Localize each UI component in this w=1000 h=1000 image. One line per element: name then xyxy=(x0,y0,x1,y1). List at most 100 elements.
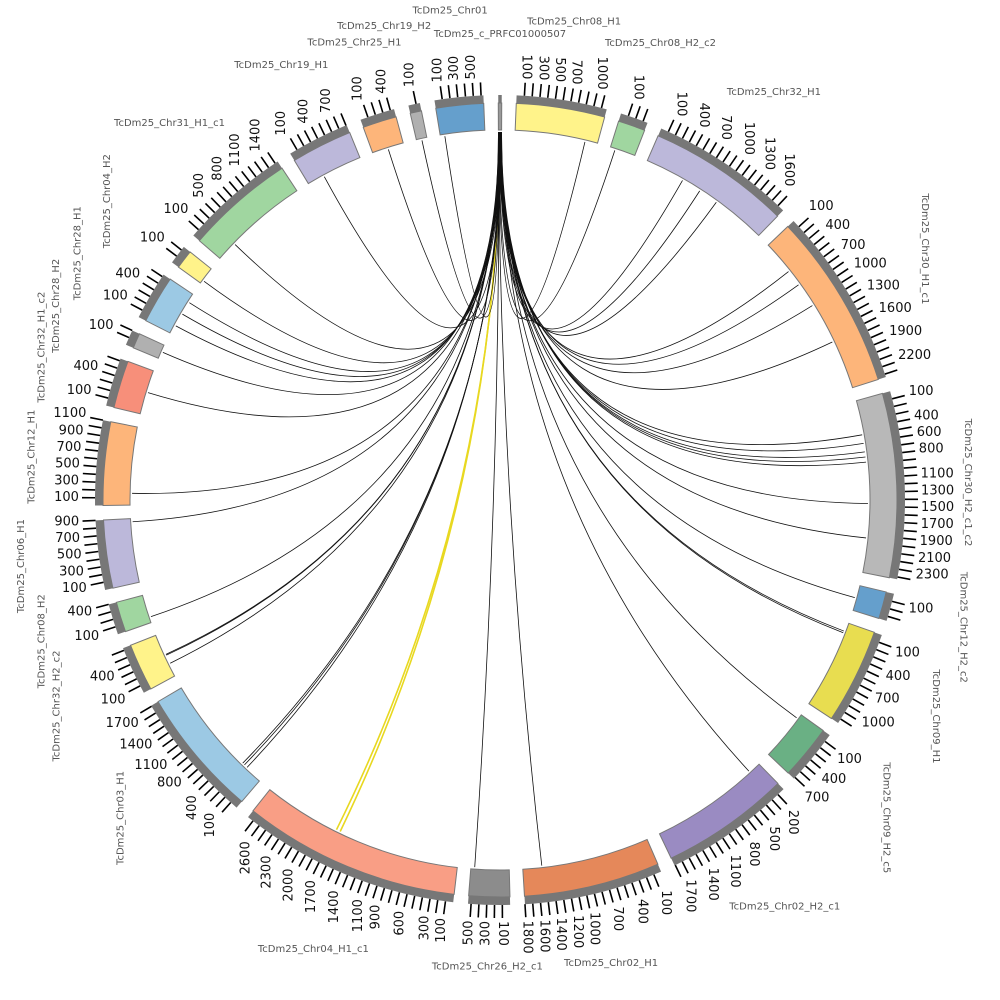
sector-TcDm25_Chr19_H2 xyxy=(408,90,428,141)
tick-mark xyxy=(876,346,890,353)
sectors-layer xyxy=(82,82,919,918)
tick-mark xyxy=(84,448,99,452)
tick-label: 100 xyxy=(895,645,920,660)
synteny-link xyxy=(501,132,750,772)
tick-label: 2000 xyxy=(281,868,296,901)
sector-axis xyxy=(290,125,350,161)
tick-label: 100 xyxy=(164,202,189,217)
sector-axis xyxy=(618,113,648,131)
tick-mark xyxy=(162,738,174,748)
tick-mark xyxy=(83,464,97,468)
tick-label: 400 xyxy=(375,69,390,94)
tick-mark xyxy=(870,331,884,339)
tick-label: 100 xyxy=(402,62,417,87)
tick-label: 700 xyxy=(319,88,334,113)
synteny-link xyxy=(175,132,500,383)
tick-mark xyxy=(904,482,918,485)
tick-label: 1600 xyxy=(536,919,551,952)
tick-mark xyxy=(753,174,764,186)
sector-band xyxy=(362,116,404,154)
tick-label: 100 xyxy=(103,288,128,303)
tick-label: 1600 xyxy=(781,153,796,186)
tick-mark xyxy=(709,142,718,154)
synteny-link xyxy=(339,131,501,832)
sector-name: TcDm25_Chr09_H2_c5 xyxy=(880,761,891,873)
tick-mark xyxy=(215,796,226,808)
tick-mark xyxy=(799,771,811,782)
tick-mark xyxy=(523,82,526,96)
sector-TcDm25_Chr30_H2_c1_c2 xyxy=(855,391,919,581)
synteny-link xyxy=(421,132,500,319)
tick-mark xyxy=(88,424,102,429)
synteny-link xyxy=(474,132,500,868)
synteny-link xyxy=(444,131,500,318)
tick-mark xyxy=(385,97,392,111)
sector-band xyxy=(609,120,646,157)
tick-mark xyxy=(878,641,892,648)
tick-label: 100 xyxy=(809,199,834,214)
tick-mark xyxy=(332,116,340,129)
tick-label: 400 xyxy=(67,605,92,620)
tick-label: 1700 xyxy=(106,716,139,731)
tick-mark xyxy=(852,698,865,707)
sector-TcDm25_Chr32_H1 xyxy=(646,119,788,237)
sector-name: TcDm25_Chr06_H1 xyxy=(16,519,27,614)
sector-axis xyxy=(95,519,113,590)
sector-TcDm25_Chr08_H2_c2 xyxy=(609,103,649,157)
sector-TcDm25_Chr28_H1 xyxy=(130,268,194,334)
synteny-link xyxy=(500,131,844,634)
tick-mark xyxy=(372,885,378,899)
tick-mark xyxy=(284,846,293,859)
tick-label: 1100 xyxy=(228,133,243,166)
sector-axis xyxy=(408,103,422,114)
tick-mark xyxy=(209,791,220,802)
tick-label: 1700 xyxy=(304,880,319,913)
tick-mark xyxy=(187,768,199,779)
sector-TcDm25_Chr32_H1_c2 xyxy=(95,355,154,415)
sector-band xyxy=(497,102,503,131)
tick-mark xyxy=(403,894,408,908)
tick-label: 500 xyxy=(57,548,82,563)
tick-mark xyxy=(303,130,312,143)
tick-mark xyxy=(325,119,333,132)
tick-mark xyxy=(442,901,447,915)
tick-mark xyxy=(578,897,583,911)
tick-mark xyxy=(859,684,873,692)
tick-mark xyxy=(897,418,911,423)
labels-layer: TcDm25_c_PRFC01000507TcDm25_Chr08_H1TcDm… xyxy=(16,6,973,973)
tick-mark xyxy=(803,223,815,234)
tick-mark xyxy=(570,88,575,102)
tick-label: 500 xyxy=(192,173,207,198)
tick-mark xyxy=(741,824,751,836)
tick-mark xyxy=(674,122,682,136)
tick-label: 1900 xyxy=(920,534,953,549)
tick-label: 700 xyxy=(805,791,830,806)
tick-mark xyxy=(836,268,849,277)
tick-mark xyxy=(863,677,876,685)
tick-label: 400 xyxy=(185,795,200,820)
tick-mark xyxy=(170,241,182,251)
tick-mark xyxy=(585,91,590,105)
tick-label: 300 xyxy=(535,56,550,81)
tick-label: 600 xyxy=(393,911,408,936)
tick-mark xyxy=(395,892,401,906)
tick-label: 100 xyxy=(274,111,289,136)
tick-label: 800 xyxy=(157,776,182,791)
tick-mark xyxy=(735,828,744,841)
tick-mark xyxy=(117,664,131,671)
tick-mark xyxy=(100,618,114,624)
tick-mark xyxy=(904,521,918,525)
synteny-link xyxy=(387,132,499,321)
tick-label: 1000 xyxy=(594,57,609,90)
sector-band xyxy=(767,714,824,774)
tick-mark xyxy=(86,558,100,562)
tick-mark xyxy=(291,850,300,863)
sector-name: TcDm25_Chr30_H1_c1 xyxy=(919,192,930,304)
sector-name: TcDm25_Chr26_H2_c1 xyxy=(431,961,543,972)
tick-label: 400 xyxy=(74,359,99,374)
sector-axis xyxy=(151,701,242,808)
tick-mark xyxy=(165,247,178,257)
tick-label: 1300 xyxy=(762,137,777,170)
tick-label: 1400 xyxy=(327,890,342,923)
tick-mark xyxy=(813,235,825,246)
